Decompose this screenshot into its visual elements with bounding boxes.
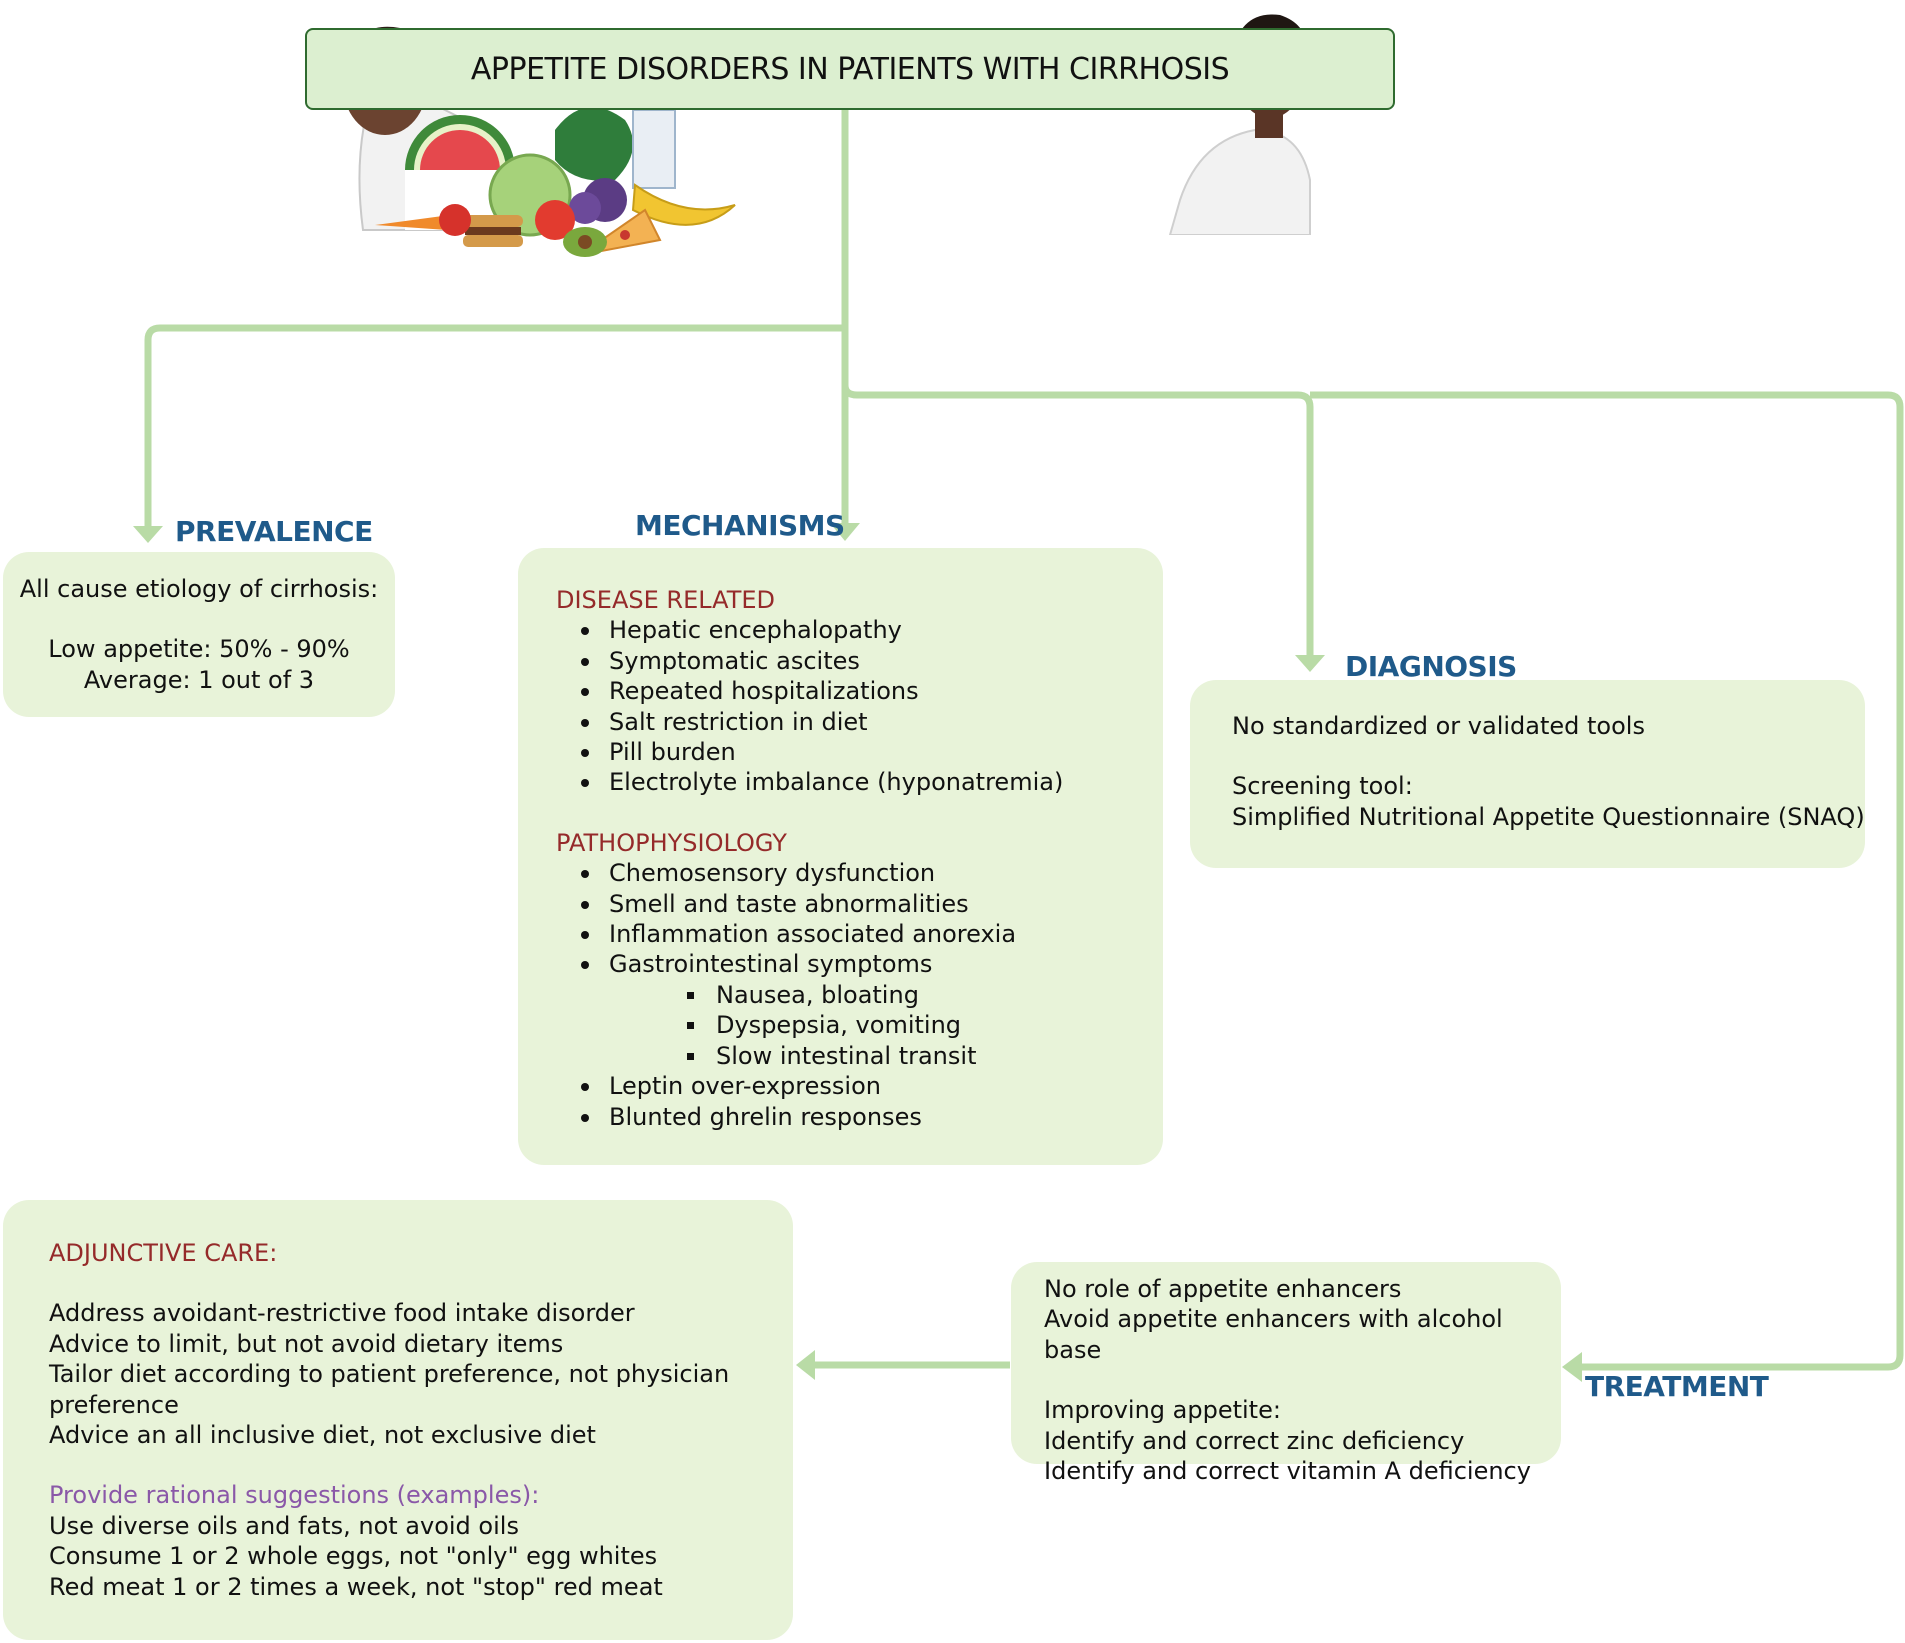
- list-item: Leptin over-expression: [556, 1071, 1163, 1101]
- connector-to-treatment: [1310, 391, 1904, 1371]
- pathophysiology-title: PATHOPHYSIOLOGY: [556, 828, 787, 857]
- apple-icon: [439, 204, 471, 236]
- adjunctive-care-box: ADJUNCTIVE CARE: Address avoidant-restri…: [3, 1200, 793, 1640]
- list-item: Chemosensory dysfunction: [556, 858, 1163, 888]
- arrowhead-treatment: [1562, 1352, 1582, 1382]
- diagnosis-line-3: Simplified Nutritional Appetite Question…: [1232, 802, 1865, 831]
- suggestion-line: Use diverse oils and fats, not avoid oil…: [49, 1511, 519, 1540]
- treatment-line-1: No role of appetite enhancers: [1044, 1275, 1402, 1303]
- adjunctive-line: Tailor diet according to patient prefere…: [49, 1360, 730, 1389]
- diagnosis-line-1: No standardized or validated tools: [1232, 712, 1645, 740]
- disease-related-title: DISEASE RELATED: [556, 586, 776, 614]
- treatment-line-5: Identify and correct vitamin A deficienc…: [1044, 1457, 1531, 1486]
- diagnosis-heading: DIAGNOSIS: [1345, 650, 1517, 683]
- bananas-icon: [631, 183, 736, 226]
- adjunctive-care-title: ADJUNCTIVE CARE:: [49, 1239, 278, 1267]
- burger-icon: [463, 215, 523, 227]
- prevalence-heading: PREVALENCE: [175, 515, 373, 548]
- suggestions-title: Provide rational suggestions (examples):: [49, 1481, 540, 1510]
- list-item: Electrolyte imbalance (hyponatremia): [556, 767, 1163, 797]
- list-item: Salt restriction in diet: [556, 707, 1163, 737]
- diagram-title: APPETITE DISORDERS IN PATIENTS WITH CIRR…: [305, 28, 1395, 110]
- suggestion-line: Red meat 1 or 2 times a week, not "stop"…: [49, 1572, 663, 1601]
- treatment-line-2: Avoid appetite enhancers with alcohol ba…: [1044, 1305, 1503, 1364]
- treatment-line-3: Improving appetite:: [1044, 1396, 1281, 1425]
- connector-to-prevalence: [144, 108, 849, 526]
- mechanisms-box: DISEASE RELATED Hepatic encephalopathy S…: [518, 548, 1163, 1165]
- list-item: Hepatic encephalopathy: [556, 615, 1163, 645]
- connector-to-diagnosis: [841, 384, 1314, 655]
- sub-list-item: Nausea, bloating: [556, 980, 1163, 1010]
- treatment-box: No role of appetite enhancers Avoid appe…: [1011, 1262, 1561, 1485]
- adjunctive-line: Advice an all inclusive diet, not exclus…: [49, 1421, 596, 1450]
- suggestion-line: Consume 1 or 2 whole eggs, not "only" eg…: [49, 1542, 658, 1571]
- prevalence-line-2: Low appetite: 50% - 90%: [48, 635, 350, 664]
- diagnosis-box: No standardized or validated tools Scree…: [1190, 680, 1865, 868]
- adjunctive-line: Address avoidant-restrictive food intake…: [49, 1299, 635, 1328]
- list-item: Inflammation associated anorexia: [556, 919, 1163, 949]
- tomato-icon: [535, 200, 575, 240]
- arrowhead-mechanisms: [830, 523, 860, 541]
- list-item: Repeated hospitalizations: [556, 676, 1163, 706]
- treatment-heading: TREATMENT: [1585, 1370, 1769, 1403]
- diagnosis-line-2: Screening tool:: [1232, 772, 1413, 801]
- treatment-line-4: Identify and correct zinc deficiency: [1044, 1426, 1465, 1455]
- carrot-icon: [375, 215, 450, 230]
- prevalence-line-1: All cause etiology of cirrhosis:: [19, 575, 379, 603]
- list-item: Smell and taste abnormalities: [556, 889, 1163, 919]
- person-neck: [1255, 110, 1283, 138]
- prevalence-line-3: Average: 1 out of 3: [83, 665, 315, 694]
- arrowhead-prevalence: [133, 526, 163, 543]
- list-item: Symptomatic ascites: [556, 646, 1163, 676]
- sub-list-item: Slow intestinal transit: [556, 1041, 1163, 1071]
- mechanisms-heading: MECHANISMS: [635, 509, 845, 542]
- list-item: Gastrointestinal symptoms: [556, 949, 1163, 979]
- person-shirt: [1168, 128, 1311, 235]
- list-item: Pill burden: [556, 737, 1163, 767]
- arrowhead-adjunctive: [796, 1350, 815, 1380]
- list-item: Blunted ghrelin responses: [556, 1102, 1163, 1132]
- sub-list-item: Dyspepsia, vomiting: [556, 1010, 1163, 1040]
- arrowhead-diagnosis: [1295, 655, 1325, 672]
- prevalence-box: All cause etiology of cirrhosis: Low app…: [3, 552, 395, 717]
- adjunctive-line: Advice to limit, but not avoid dietary i…: [49, 1329, 564, 1358]
- adjunctive-line: preference: [49, 1390, 179, 1419]
- kale-icon: [555, 107, 633, 181]
- milk-carton-icon: [632, 109, 676, 189]
